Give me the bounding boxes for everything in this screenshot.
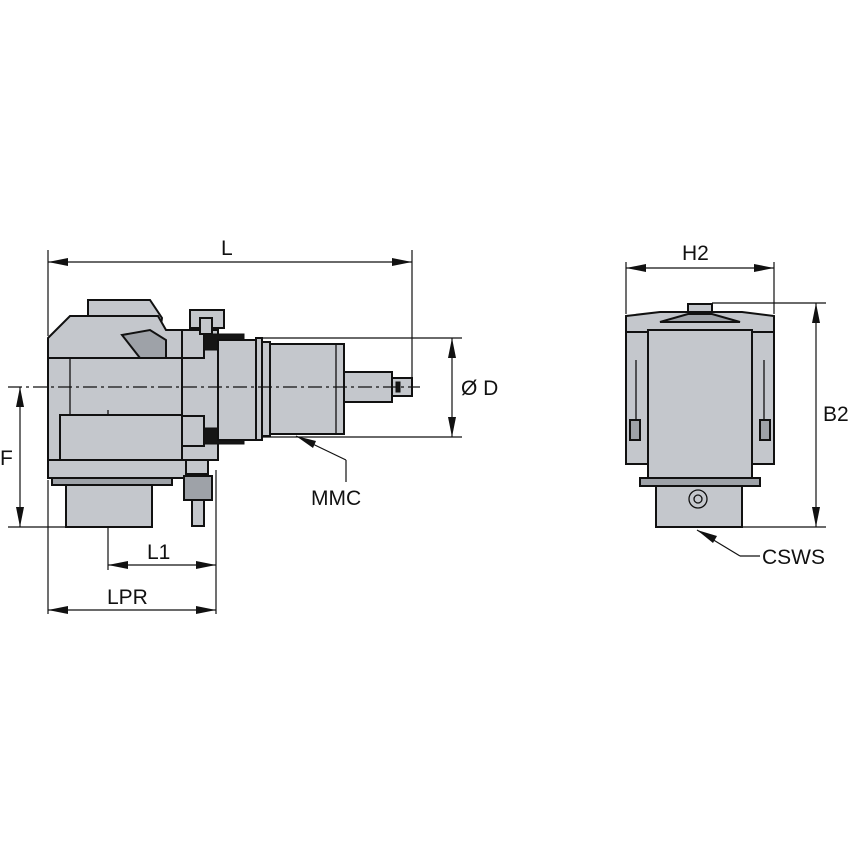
coolant-pin (191, 499, 205, 527)
side-view (8, 299, 420, 528)
front-base-ring (639, 477, 761, 487)
dim-label-L: L (221, 237, 233, 260)
dim-label-B2: B2 (823, 403, 849, 426)
front-left-slot (629, 419, 641, 441)
dim-label-LPR: LPR (107, 586, 148, 609)
coolant-port-circle (688, 489, 708, 509)
front-dimensions: H2 B2 CSWS (625, 242, 849, 569)
coolant-fitting (185, 459, 209, 475)
dim-label-L1: L1 (147, 541, 170, 564)
front-view (625, 303, 775, 528)
front-shank (655, 485, 743, 528)
label-MMC: MMC (311, 487, 361, 510)
shank-cylinder (65, 484, 153, 528)
housing-slope (120, 328, 167, 359)
spindle-nose (269, 343, 345, 435)
flange-bottom-block (181, 415, 205, 447)
dim-label-H2: H2 (682, 242, 709, 265)
front-center-block (647, 329, 753, 479)
dim-label-OD: Ø D (461, 377, 498, 400)
body-recess (59, 414, 186, 461)
side-dimensions: L Ø D F MMC L1 LPR (0, 237, 498, 614)
spindle-ring-2 (261, 341, 271, 437)
base-ring (51, 477, 173, 486)
spindle-housing (217, 339, 257, 441)
body-base (47, 459, 193, 479)
front-right-slot (759, 419, 771, 441)
label-CSWS: CSWS (762, 546, 825, 569)
coolant-nut (183, 475, 213, 501)
dim-label-F: F (0, 447, 13, 470)
